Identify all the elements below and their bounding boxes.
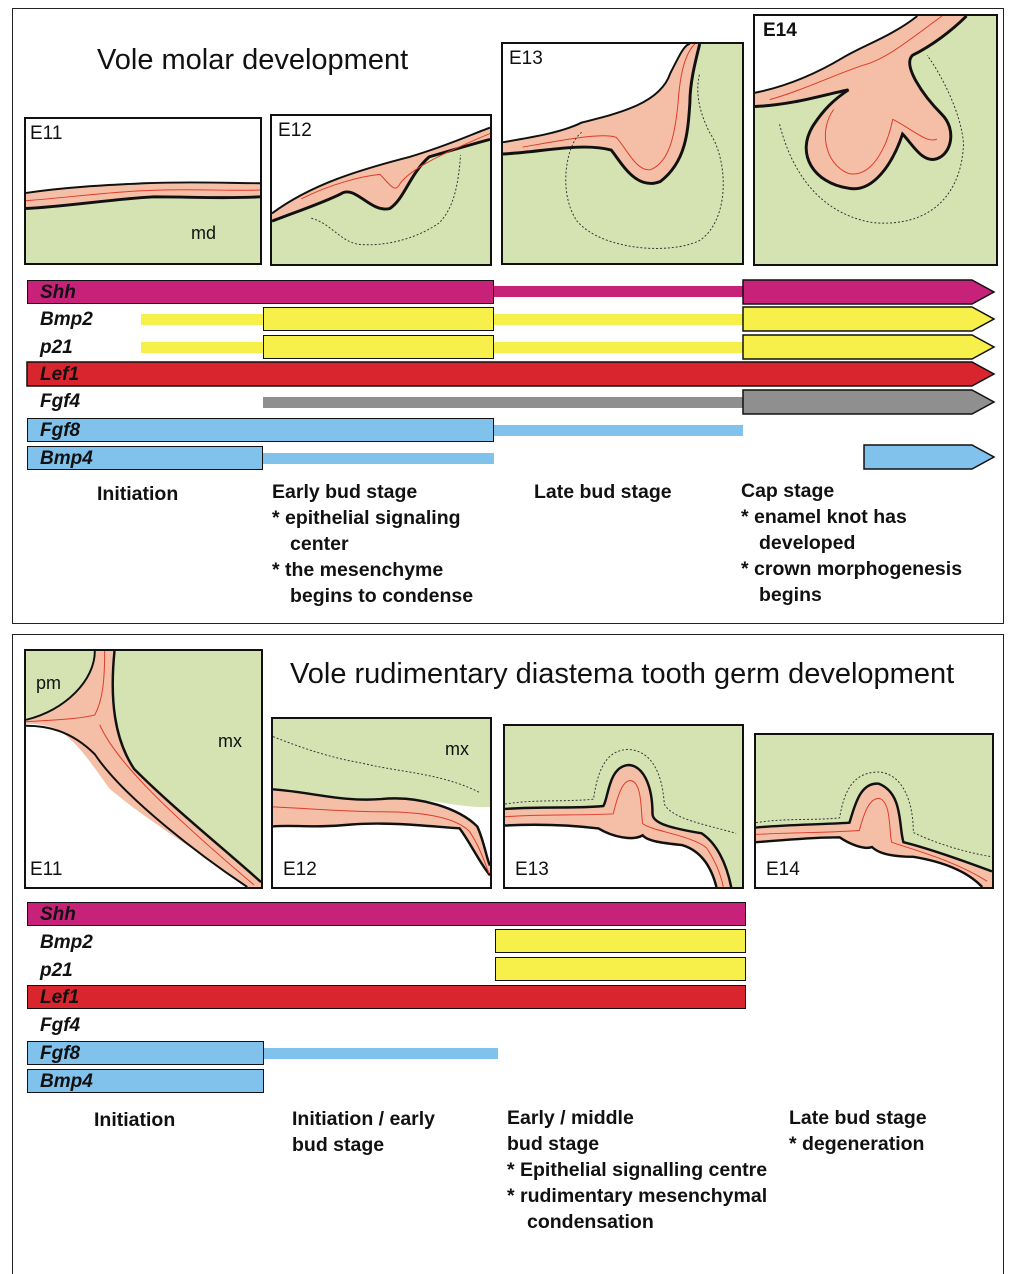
molar-phase-late-bud: Late bud stage [534, 479, 672, 505]
molar-bmp2-arrow [742, 306, 996, 332]
molar-bmp2-thin-2 [494, 314, 743, 325]
diastema-e12-section: mx E12 [271, 717, 492, 889]
diastema-note-signalling: * Epithelial signalling centre [507, 1157, 837, 1183]
diastema-lef1-bar [27, 985, 746, 1009]
molar-gene-fgf8: Fgf8 [40, 419, 80, 442]
molar-e14-drawing [755, 16, 996, 264]
molar-bmp2-thin-1 [141, 314, 263, 325]
molar-e12-section: E12 [270, 114, 492, 266]
molar-lef1-arrow [26, 361, 996, 387]
molar-shh-bar-1 [27, 280, 494, 304]
molar-title: Vole molar development [97, 44, 408, 77]
molar-fgf4-thin [263, 397, 743, 408]
mx-label-e12: mx [445, 739, 469, 760]
molar-gene-p21: p21 [40, 336, 73, 359]
molar-phase-initiation: Initiation [97, 481, 178, 507]
diastema-fgf8-thin [264, 1048, 498, 1059]
molar-shh-bar-2 [494, 286, 743, 297]
molar-note-crown: * crown morphogenesis begins [741, 556, 1003, 608]
mx-label-e11: mx [218, 731, 242, 752]
molar-bmp2-bar-1 [263, 307, 494, 331]
diastema-p21-bar [495, 957, 746, 981]
molar-gene-bmp4: Bmp4 [40, 447, 93, 470]
molar-e13-section: E13 [501, 42, 744, 265]
diastema-phase-initiation: Initiation [94, 1107, 175, 1133]
diastema-e11-section: pm mx E11 [24, 649, 263, 889]
molar-e14-label: E14 [763, 20, 797, 42]
molar-e13-drawing [503, 44, 742, 263]
molar-phase-early-bud: Early bud stage * epithelial signaling c… [272, 479, 502, 609]
diastema-e11-label: E11 [30, 859, 62, 881]
molar-gene-fgf4: Fgf4 [40, 390, 80, 413]
diastema-e14-section: E14 [754, 733, 994, 889]
molar-e12-label: E12 [278, 120, 312, 142]
molar-p21-bar-1 [263, 335, 494, 359]
molar-shh-arrow [742, 279, 996, 305]
diastema-gene-shh: Shh [40, 903, 76, 926]
diastema-gene-bmp4: Bmp4 [40, 1070, 93, 1093]
diastema-gene-bmp2: Bmp2 [40, 931, 93, 954]
diastema-note-condensation: * rudimentary mesenchymal condensation [507, 1183, 837, 1235]
molar-bmp4-arrow [863, 444, 996, 470]
diastema-bmp2-bar [495, 929, 746, 953]
molar-e13-label: E13 [509, 48, 543, 70]
pm-label: pm [36, 673, 61, 694]
diastema-title: Vole rudimentary diastema tooth germ dev… [290, 658, 954, 691]
diastema-phase-late-bud: Late bud stage * degeneration [789, 1105, 927, 1157]
diastema-note-degeneration: * degeneration [789, 1131, 927, 1157]
diastema-e14-label: E14 [766, 859, 800, 881]
molar-e11-section: E11 md [24, 117, 262, 265]
diastema-e11-drawing [26, 651, 261, 887]
molar-bmp4-thin [263, 453, 494, 464]
diastema-gene-fgf4: Fgf4 [40, 1014, 80, 1037]
molar-fgf8-bar [27, 418, 494, 442]
diastema-phase-initiation-early: Initiation / early bud stage [292, 1106, 435, 1158]
molar-p21-thin-1 [141, 342, 263, 353]
molar-e11-label: E11 [30, 123, 62, 145]
molar-e14-section: E14 [753, 14, 998, 266]
molar-note-enamel-knot: * enamel knot has developed [741, 504, 1003, 556]
diastema-gene-lef1: Lef1 [40, 986, 79, 1009]
diastema-phase-early-middle: Early / middle bud stage * Epithelial si… [507, 1105, 837, 1235]
diastema-gene-p21: p21 [40, 959, 73, 982]
molar-note-mesenchyme: * the mesenchyme begins to condense [272, 557, 502, 609]
diastema-gene-fgf8: Fgf8 [40, 1042, 80, 1065]
diastema-e13-label: E13 [515, 859, 549, 881]
diastema-shh-bar [27, 902, 746, 926]
md-label: md [191, 223, 216, 244]
molar-gene-bmp2: Bmp2 [40, 308, 93, 331]
diastema-e13-section: E13 [503, 724, 744, 889]
molar-p21-thin-2 [494, 342, 743, 353]
molar-fgf8-thin [494, 425, 743, 436]
molar-gene-shh: Shh [40, 281, 76, 304]
molar-note-signaling: * epithelial signaling center [272, 505, 502, 557]
molar-p21-arrow [742, 334, 996, 360]
molar-fgf4-arrow [742, 389, 996, 415]
diastema-e12-label: E12 [283, 859, 317, 881]
molar-phase-cap: Cap stage * enamel knot has developed * … [741, 478, 1003, 608]
molar-gene-lef1: Lef1 [40, 363, 79, 386]
